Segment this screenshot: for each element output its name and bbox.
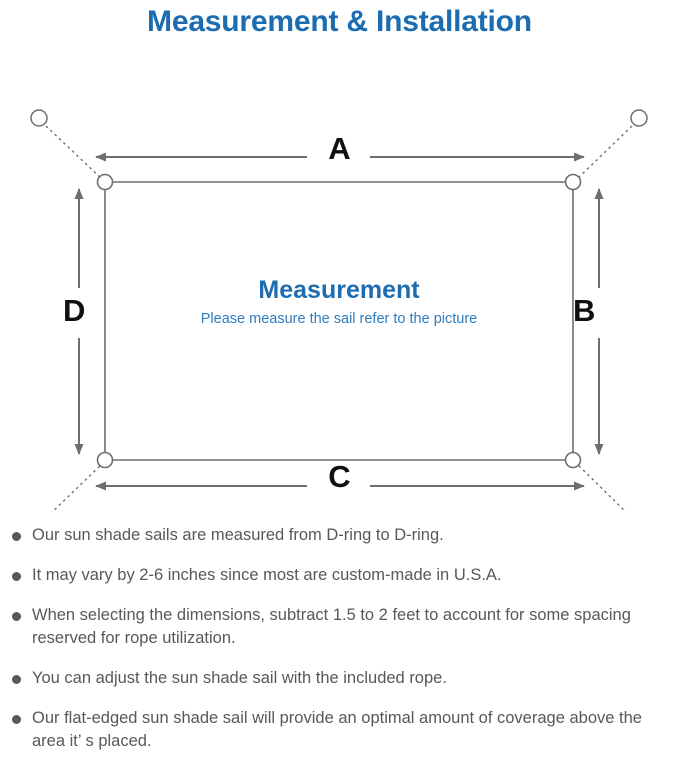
- note-text: It may vary by 2-6 inches since most are…: [32, 566, 502, 584]
- anchor-point-top-right: [630, 109, 648, 127]
- note-text: When selecting the dimensions, subtract …: [32, 606, 631, 647]
- d-ring-top-left: [96, 173, 114, 191]
- rope-line-top-right: [575, 125, 633, 181]
- note-text: Our flat-edged sun shade sail will provi…: [32, 709, 642, 750]
- diagram-center-subtitle: Please measure the sail refer to the pic…: [200, 311, 478, 327]
- rope-line-bottom-left: [51, 462, 104, 512]
- measurement-diagram: A B C D Measurement Please measure the s…: [0, 42, 679, 512]
- rope-lines: [45, 125, 633, 512]
- bullet-icon: [12, 572, 21, 581]
- note-item: Our flat-edged sun shade sail will provi…: [0, 707, 679, 753]
- note-item: When selecting the dimensions, subtract …: [0, 604, 679, 650]
- bullet-icon: [12, 675, 21, 684]
- page-title: Measurement & Installation: [147, 5, 532, 38]
- diagram-center-label: Measurement Please measure the sail refe…: [105, 274, 573, 330]
- notes-list: Our sun shade sails are measured from D-…: [0, 524, 679, 770]
- dimension-label-c: C: [328, 459, 351, 494]
- dimension-label-a: A: [328, 131, 351, 166]
- d-ring-bottom-left: [96, 451, 114, 469]
- sail-rectangle: [104, 181, 574, 461]
- note-item: Our sun shade sails are measured from D-…: [0, 524, 679, 547]
- bullet-icon: [12, 612, 21, 621]
- bullet-icon: [12, 532, 21, 541]
- diagram-center-title: Measurement: [258, 276, 420, 304]
- rope-line-top-left: [45, 125, 104, 181]
- note-text: You can adjust the sun shade sail with t…: [32, 669, 447, 687]
- dimension-label-b: B: [573, 293, 596, 328]
- note-text: Our sun shade sails are measured from D-…: [32, 526, 444, 544]
- d-ring-top-right: [564, 173, 582, 191]
- note-item: You can adjust the sun shade sail with t…: [0, 667, 679, 690]
- note-item: It may vary by 2-6 inches since most are…: [0, 564, 679, 587]
- rope-line-bottom-right: [575, 462, 627, 512]
- dimension-label-d: D: [63, 293, 86, 328]
- d-ring-bottom-right: [564, 451, 582, 469]
- bullet-icon: [12, 715, 21, 724]
- diagram-svg: [30, 109, 648, 512]
- anchor-point-top-left: [30, 109, 48, 127]
